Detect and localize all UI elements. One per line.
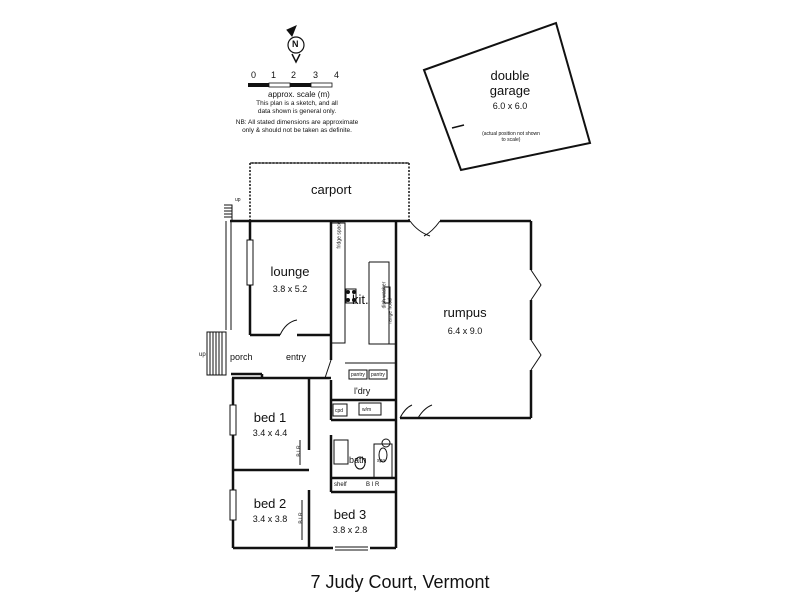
wir2-label: B I R [298,512,305,524]
double-garage-dims: 6.0 x 6.0 [492,101,528,111]
dishwasher-label: dish washer [381,281,388,309]
rumpus-dims: 6.4 x 9.0 [447,326,483,336]
entry-name: entry [286,352,307,362]
bed1-name: bed 1 [253,410,287,425]
bedroom-windows [229,239,254,521]
bed2-name: bed 2 [253,496,287,511]
spa-label: spa [377,458,386,464]
bed3-name: bed 3 [333,507,367,522]
fridge-label: fridge space [336,221,343,249]
north-arrow-icon [286,25,305,64]
scale-note-1: This plan is a sketch, and all data show… [256,100,338,115]
shelf-label: shelf [334,482,347,488]
rumpus-name: rumpus [443,305,487,320]
laundry-name: l'dry [354,386,371,396]
wm-label: w/m [362,407,372,413]
bed3-dims: 3.8 x 2.8 [332,525,368,535]
double-garage-outline [422,21,592,172]
carport-name: carport [311,182,352,197]
deck-left [206,204,233,376]
scale-label: approx. scale (m) [268,90,330,99]
scale-tick-1: 1 [271,70,277,80]
bed1-dims: 3.4 x 4.4 [252,428,288,438]
bath-name: bath [349,455,367,465]
bir-label: B I R [366,482,380,488]
stairs-up-top-label: up [235,197,241,203]
scale-bar [248,82,333,88]
cpd-label: cpd [335,408,344,414]
scale-tick-4: 4 [334,70,340,80]
bed2-dims: 3.4 x 3.8 [252,514,288,524]
scale-tick-3: 3 [313,70,319,80]
double-garage-name: double garage [489,68,531,98]
north-label: N [292,39,299,49]
doors-windows [279,220,542,551]
kitchen-fittings [330,222,396,380]
double-garage-note: (actual position not shown to scale) [482,131,540,143]
lounge-name: lounge [270,264,310,279]
plan-title: 7 Judy Court, Vermont [310,572,490,592]
rangehood-label: range hood [387,298,394,324]
lounge-dims: 3.8 x 5.2 [272,284,308,294]
scale-tick-0: 0 [251,70,257,80]
carport-outline [249,162,410,221]
scale-note-2: NB: All stated dimensions are approximat… [235,119,359,134]
wir1-label: B I R [296,445,303,457]
bath-fittings [332,402,393,479]
porch-name: porch [230,352,253,362]
scale-tick-2: 2 [291,70,297,80]
pantry-left-label: pantry [351,372,365,378]
kitchen-name: kit. [352,292,369,307]
stairs-up-left-label: up [199,352,206,358]
pantry-right-label: pantry [371,372,385,378]
